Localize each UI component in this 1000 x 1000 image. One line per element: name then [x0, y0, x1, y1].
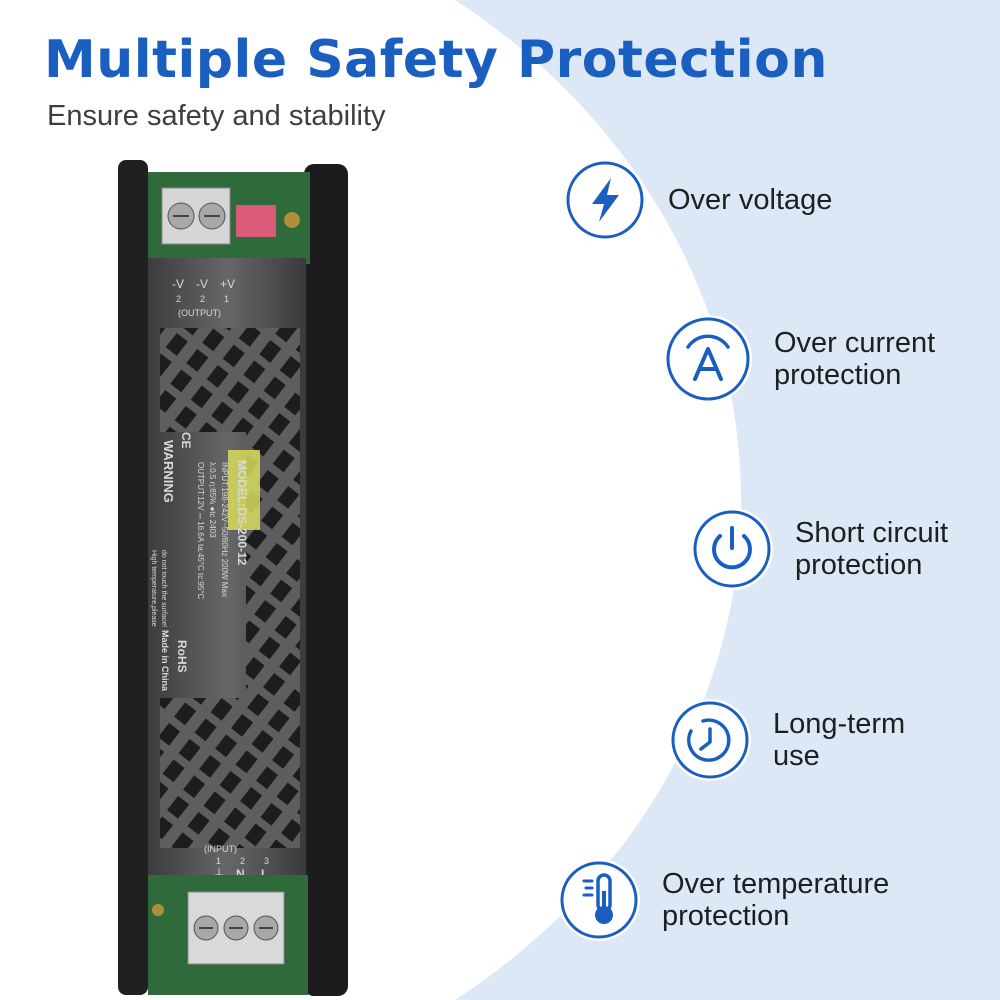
clock-icon: [669, 699, 751, 781]
rohs-mark: RoHS: [175, 640, 189, 673]
lightning-bolt-icon: [564, 159, 646, 241]
feature-long-term-use: Long-term use: [667, 697, 905, 783]
feature-label: Over voltage: [668, 184, 833, 216]
svg-text:2: 2: [176, 294, 181, 304]
svg-text:3: 3: [264, 856, 269, 866]
svg-text:1: 1: [216, 856, 221, 866]
svg-text:(OUTPUT): (OUTPUT): [178, 308, 221, 318]
current-a-icon: [664, 315, 752, 403]
svg-text:N: N: [236, 867, 245, 881]
svg-text:L: L: [261, 867, 268, 881]
output-terminal-label: -V -V +V 2 2 1 (OUTPUT): [172, 277, 235, 318]
feature-over-temperature: Over temperature protection: [556, 857, 889, 943]
ce-mark: CE: [179, 432, 193, 449]
headline: Multiple Safety Protection: [44, 30, 828, 90]
feature-over-current: Over current protection: [662, 313, 935, 405]
feature-label-line2: protection: [774, 359, 902, 391]
feature-label-line1: Over current: [774, 327, 936, 359]
feature-label-line2: use: [773, 740, 820, 772]
output-spec: OUTPUT:12V ⎓ 16.6A ta:45°C tc:95°C: [196, 462, 205, 600]
svg-text:1: 1: [224, 294, 229, 304]
feature-label-line1: Short circuit: [795, 517, 949, 549]
svg-text:2: 2: [200, 294, 205, 304]
svg-text:-V: -V: [172, 277, 184, 291]
feature-over-voltage: Over voltage: [562, 157, 832, 243]
feature-label-line2: protection: [795, 549, 923, 581]
model-label: MODEL:DS-200-12: [235, 460, 249, 566]
input-spec: INPUT:198-242V~50/60Hz 200W Max: [220, 462, 229, 597]
feature-label-line1: Long-term: [773, 708, 906, 740]
power-icon: [691, 508, 773, 590]
made-in-label: Made in China: [160, 630, 170, 692]
subheadline: Ensure safety and stability: [47, 100, 386, 132]
svg-text:(INPUT): (INPUT): [204, 844, 237, 854]
svg-text:2: 2: [240, 856, 245, 866]
feature-short-circuit: Short circuit protection: [689, 506, 948, 592]
warning-note-1: High temperature,please: [150, 550, 157, 627]
warning-label: WARNING: [161, 440, 176, 503]
feature-label-line1: Over temperature: [662, 868, 890, 900]
efficiency-spec: λ:0.5 η:85% ●tc 2403: [208, 462, 217, 538]
power-supply-image: -V -V +V 2 2 1 (OUTPUT) WARNING CE High …: [118, 160, 348, 996]
svg-text:-V: -V: [196, 277, 208, 291]
svg-text:+V: +V: [220, 277, 235, 291]
thermometer-icon: [558, 859, 640, 941]
warning-note-2: do not touch the surface!: [160, 550, 167, 627]
feature-label-line2: protection: [662, 900, 790, 932]
